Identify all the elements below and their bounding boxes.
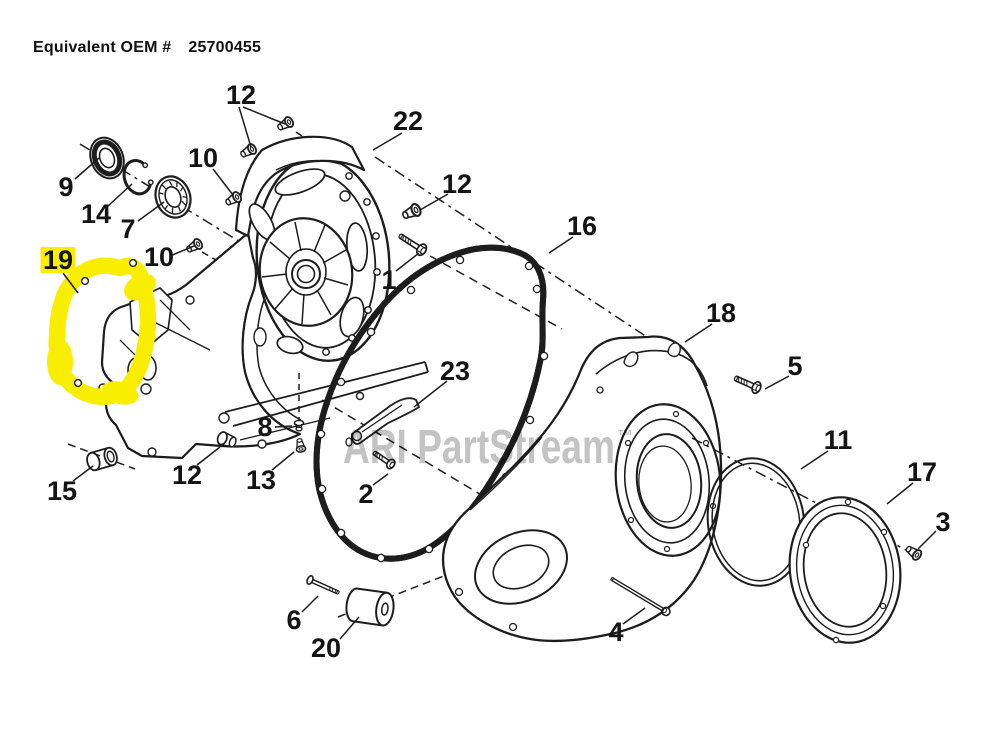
part-callout-11-14: 11: [824, 425, 853, 455]
leader-line-6: [301, 595, 319, 613]
leader-line-12: [238, 106, 252, 148]
part-callout-15-20: 15: [47, 476, 77, 506]
plug-12-lower-icon: [216, 431, 237, 448]
leader-line-7: [137, 201, 165, 222]
part-callout-7-3: 7: [120, 214, 135, 244]
bolt-1-icon: [398, 233, 428, 257]
clutch-ramp-23-art: [345, 397, 421, 447]
watermark: ARI PartStream ™: [343, 421, 633, 474]
part-callout-16-10: 16: [567, 211, 597, 241]
part-callout-10-4: 10: [188, 143, 218, 173]
part-callout-12-8: 12: [442, 169, 472, 199]
watermark-text: ARI PartStream: [343, 421, 615, 474]
washer-8-icon: [293, 419, 305, 432]
part-callout-4-24: 4: [608, 617, 623, 647]
part-callout-22-7: 22: [393, 106, 423, 136]
leader-line-15: [72, 465, 94, 482]
part-callout-23-13: 23: [440, 356, 470, 386]
part-callout-2-21: 2: [358, 479, 373, 509]
part-callout-6-22: 6: [286, 605, 301, 635]
rod-4-icon: [610, 577, 671, 617]
fasteners: [86, 114, 924, 627]
leader-line-10: [169, 245, 195, 257]
leader-line-8: [274, 425, 293, 428]
leader-line-12: [196, 446, 221, 466]
leader-line-16: [548, 236, 574, 254]
leader-line-14: [107, 183, 133, 207]
callout-labels-layer: 12 9 14 7 10 10 19 22 12 1 16 18 5 23 11 17 3 8 13 12 15 2 6 20…: [40, 80, 951, 663]
header-oem-line: Equivalent OEM # 25700455: [33, 39, 261, 57]
part-callout-12-19: 12: [172, 460, 202, 490]
part-callout-1-9: 1: [381, 265, 396, 295]
outer-primary-cover-18-art: [441, 335, 723, 643]
leader-line-18: [684, 323, 713, 343]
part-callout-13-18: 13: [246, 465, 276, 495]
leader-line-12: [242, 106, 286, 125]
part-callout-19-6: 19: [43, 245, 73, 275]
oring-11-art: [706, 457, 806, 587]
part-callout-8-17: 8: [257, 412, 272, 442]
leader-line-1: [395, 252, 420, 272]
bolt-2-art: [372, 450, 396, 470]
gasket-19-art: [47, 260, 161, 409]
inner-primary-cover-22-art: [98, 135, 429, 460]
leader-line-9: [74, 157, 100, 180]
oem-number: 25700455: [188, 39, 262, 56]
roller-20-icon: [345, 587, 395, 627]
leader-line-3: [917, 530, 937, 550]
leader-line-2: [372, 473, 389, 486]
oem-label: Equivalent OEM #: [33, 39, 172, 56]
leader-line-19: [62, 272, 79, 294]
part-callout-3-16: 3: [935, 507, 950, 537]
part-callout-5-12: 5: [787, 351, 802, 381]
leader-line-12: [419, 193, 449, 211]
trim-ring-17-art: [788, 496, 902, 644]
part-callout-9-1: 9: [58, 172, 73, 202]
screw-12-mid-icon: [399, 201, 424, 223]
screw-10b-icon: [183, 236, 205, 256]
screw-12a-icon: [274, 114, 296, 134]
leader-line-17: [886, 482, 914, 505]
leader-line-13: [271, 451, 295, 471]
screw-13-icon: [293, 437, 307, 454]
bearing-7-art: [154, 175, 192, 219]
bushing-15-icon: [86, 446, 118, 472]
gasket-16-art: [317, 248, 549, 563]
part-callout-17-15: 17: [907, 457, 937, 487]
leader-lines-layer: [62, 106, 937, 640]
leader-line-5: [764, 375, 790, 390]
leader-line-11: [800, 450, 829, 470]
leader-line-20: [339, 616, 360, 640]
bolt-5-icon: [733, 375, 762, 395]
part-callout-14-2: 14: [81, 199, 111, 229]
part-callout-12-0: 12: [226, 80, 256, 110]
screw-6-icon: [306, 575, 340, 595]
part-callout-10-5: 10: [144, 242, 174, 272]
leader-line-10: [212, 168, 234, 196]
callout-highlight-19: [40, 247, 76, 273]
oil-seal-9-art: [89, 136, 125, 180]
leader-line-23: [413, 380, 448, 408]
part-callout-18-11: 18: [706, 298, 736, 328]
leader-line-22: [372, 132, 403, 151]
watermark-tm: ™: [617, 428, 633, 445]
leader-line-4: [622, 607, 646, 625]
part-callout-20-23: 20: [311, 633, 341, 663]
screw-12b-icon: [237, 141, 259, 161]
snap-ring-14-art: [122, 159, 154, 196]
